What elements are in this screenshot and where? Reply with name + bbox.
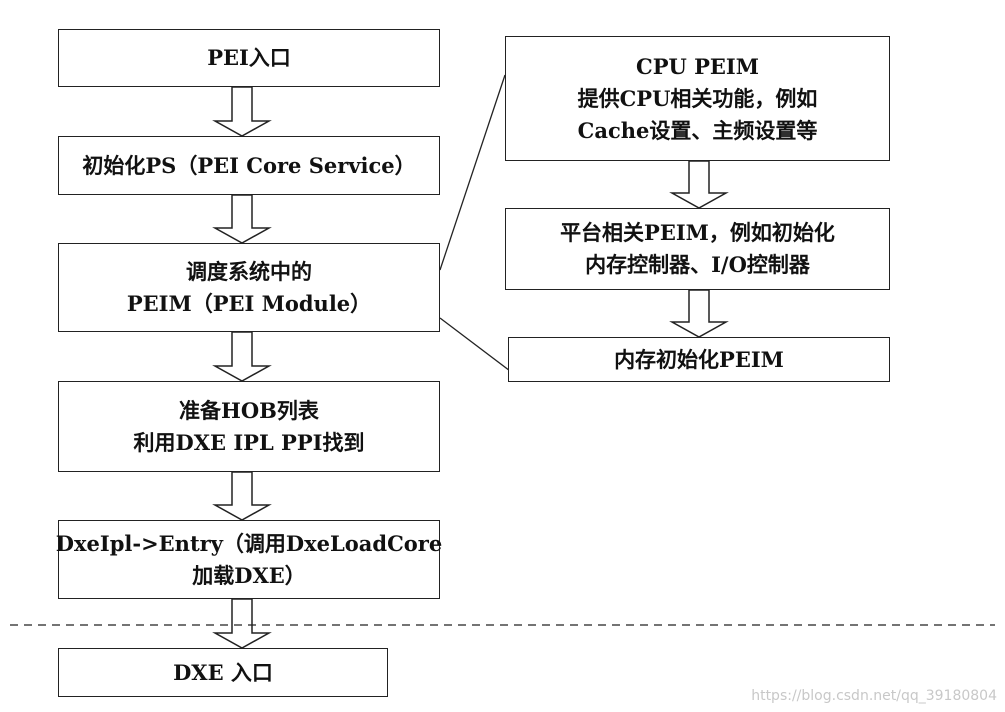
arrow-cpu-to-platform <box>669 160 729 209</box>
arrow-platform-to-memory <box>669 289 729 338</box>
pei-entry-box: PEI入口 <box>58 29 440 87</box>
init-ps-box: 初始化PS（PEI Core Service） <box>58 136 440 195</box>
arrow-dxeipl-to-dxe <box>212 598 272 649</box>
prepare-hob-line-1: 准备HOB列表 <box>179 397 319 423</box>
arrow-dispatch-to-hob <box>212 331 272 382</box>
dxe-entry-label: DXE 入口 <box>173 659 273 685</box>
prepare-hob-line-2: 利用DXE IPL PPI找到 <box>133 429 365 455</box>
pei-entry-label: PEI入口 <box>207 45 291 70</box>
dxe-entry-box: DXE 入口 <box>58 648 388 697</box>
dispatch-peim-box: 调度系统中的 PEIM（PEI Module） <box>58 243 440 332</box>
prepare-hob-box: 准备HOB列表 利用DXE IPL PPI找到 <box>58 381 440 472</box>
platform-peim-line-1: 平台相关PEIM，例如初始化 <box>560 220 835 245</box>
link-dispatch-to-memory-peim <box>439 317 511 372</box>
dxeipl-entry-line-1: DxeIpl->Entry（调用DxeLoadCore <box>55 530 443 556</box>
init-ps-label: 初始化PS（PEI Core Service） <box>82 152 416 178</box>
dispatch-peim-line-2: PEIM（PEI Module） <box>126 290 372 316</box>
arrow-pei-to-init-ps <box>212 86 272 137</box>
cpu-peim-line-1: CPU PEIM <box>636 53 759 79</box>
dispatch-peim-line-1: 调度系统中的 <box>186 258 312 284</box>
cpu-peim-box: CPU PEIM 提供CPU相关功能，例如 Cache设置、主频设置等 <box>505 36 890 161</box>
dxeipl-entry-box: DxeIpl->Entry（调用DxeLoadCore 加载DXE） <box>55 520 443 599</box>
memory-init-peim-box: 内存初始化PEIM <box>508 337 890 382</box>
cpu-peim-line-2: 提供CPU相关功能，例如 <box>577 85 818 111</box>
link-dispatch-to-cpu-peim <box>439 74 506 271</box>
arrow-init-ps-to-dispatch <box>212 194 272 244</box>
arrow-hob-to-dxeipl <box>212 471 272 521</box>
cpu-peim-line-3: Cache设置、主频设置等 <box>577 117 818 143</box>
dxeipl-entry-line-2: 加载DXE） <box>192 562 306 588</box>
watermark-text: https://blog.csdn.net/qq_39180804 <box>751 688 997 704</box>
platform-peim-box: 平台相关PEIM，例如初始化 内存控制器、I/O控制器 <box>505 208 890 290</box>
memory-init-peim-label: 内存初始化PEIM <box>614 346 784 372</box>
platform-peim-line-2: 内存控制器、I/O控制器 <box>585 252 810 277</box>
